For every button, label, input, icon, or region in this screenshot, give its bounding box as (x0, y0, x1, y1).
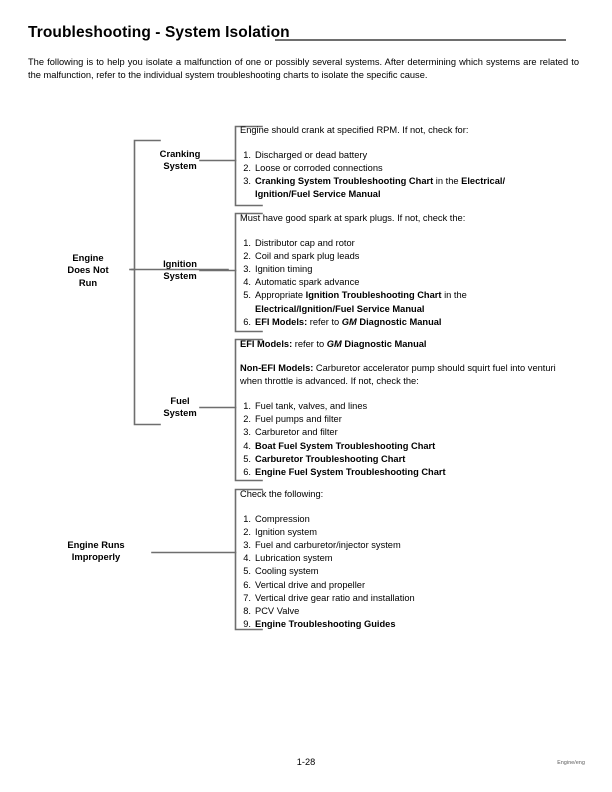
page-header: Troubleshooting - System Isolation (28, 24, 568, 50)
list-item: Fuel and carburetor/injector system (240, 539, 401, 552)
branch-label-cranking-system: Cranking System (159, 148, 201, 172)
step-list-ignition-system: Distributor cap and rotor Coil and spark… (240, 237, 570, 329)
page-title: Troubleshooting - System Isolation (28, 24, 290, 41)
branch-label-fuel-system: Fuel System (163, 395, 197, 419)
lead-text-fuel-nonefi: Non-EFI Models: Carburetor accelerator p… (240, 363, 556, 387)
list-item: Vertical drive and propeller (240, 579, 366, 592)
list-item: Carburetor Troubleshooting Chart (240, 453, 406, 466)
list-item: Engine Troubleshooting Guides (240, 618, 396, 631)
list-item: Ignition timing (240, 263, 313, 276)
content-ignition-system: Must have good spark at spark plugs. If … (240, 212, 570, 329)
bracket-cranking-system (234, 125, 263, 207)
list-item: PCV Valve (240, 605, 300, 618)
lead-text-fuel-efi: EFI Models: refer to GM Diagnostic Manua… (240, 339, 427, 349)
footer-reference-code: Engine/eng (557, 760, 585, 766)
intro-paragraph: The following is to help you isolate a m… (28, 57, 579, 81)
step-list-cranking-system: Discharged or dead battery Loose or corr… (240, 149, 570, 201)
list-item: Distributor cap and rotor (240, 237, 355, 250)
lead-text-cranking-system: Engine should crank at specified RPM. If… (240, 125, 469, 135)
list-item: Discharged or dead battery (240, 149, 368, 162)
list-item: Cranking System Troubleshooting Chart in… (240, 175, 506, 200)
title-underline-rule (275, 39, 566, 41)
step-list-fuel-system: Fuel tank, valves, and lines Fuel pumps … (240, 400, 570, 479)
branch-label-ignition-system: Ignition System (163, 258, 197, 282)
list-item: Loose or corroded connections (240, 162, 383, 175)
list-item: Engine Fuel System Troubleshooting Chart (240, 466, 446, 479)
step-list-engine-runs-improperly: Compression Ignition system Fuel and car… (240, 513, 570, 631)
content-engine-runs-improperly: Check the following: Compression Ignitio… (240, 488, 570, 631)
lead-text-engine-runs-improperly: Check the following: (240, 489, 324, 499)
bracket-engine-does-not-run (133, 139, 161, 426)
list-item: Carburetor and filter (240, 426, 338, 439)
group-label-engine-runs-improperly: Engine Runs Improperly (67, 539, 125, 563)
list-item: Lubrication system (240, 552, 333, 565)
list-item: Cooling system (240, 565, 319, 578)
list-item: Ignition system (240, 526, 318, 539)
content-fuel-system: EFI Models: refer to GM Diagnostic Manua… (240, 338, 570, 479)
list-item: Appropriate Ignition Troubleshooting Cha… (240, 289, 467, 314)
bracket-fuel-system (234, 338, 263, 482)
list-item: Fuel tank, valves, and lines (240, 400, 368, 413)
list-item: Coil and spark plug leads (240, 250, 360, 263)
list-item: Vertical drive gear ratio and installati… (240, 592, 415, 605)
list-item: Automatic spark advance (240, 276, 360, 289)
list-item: EFI Models: refer to GM Diagnostic Manua… (240, 316, 442, 329)
lead-text-ignition-system: Must have good spark at spark plugs. If … (240, 213, 466, 223)
list-item: Fuel pumps and filter (240, 413, 342, 426)
group-label-engine-does-not-run: Engine Does Not Run (67, 252, 109, 288)
bracket-ignition-system (234, 212, 263, 333)
list-item: Compression (240, 513, 310, 526)
content-cranking-system: Engine should crank at specified RPM. If… (240, 124, 570, 201)
list-item: Boat Fuel System Troubleshooting Chart (240, 440, 436, 453)
footer-page-number: 1-28 (296, 757, 316, 767)
